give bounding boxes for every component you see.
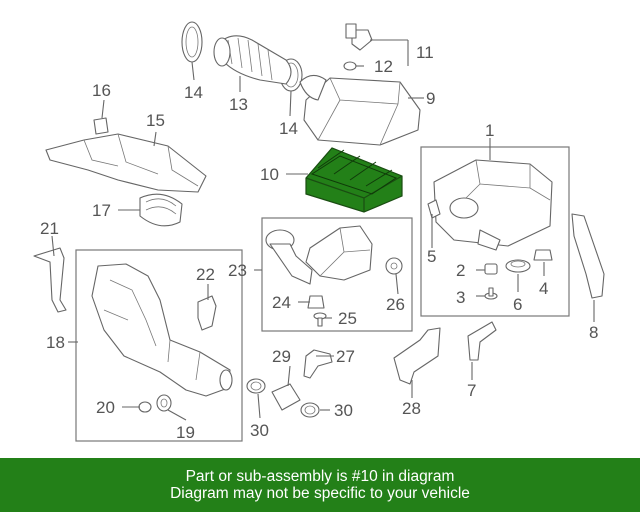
- bracket-part-28[interactable]: [393, 327, 441, 385]
- callout-3: 3: [456, 288, 465, 307]
- hose-part-29[interactable]: [271, 383, 301, 411]
- callout-30-left: 30: [250, 421, 269, 440]
- air-filter-element-part-10[interactable]: [305, 147, 403, 213]
- callout-17: 17: [92, 201, 111, 220]
- bracket-part-7[interactable]: [467, 321, 497, 361]
- clamp-part-30-right[interactable]: [300, 402, 320, 418]
- callout-13: 13: [229, 95, 248, 114]
- bolt-part-20[interactable]: [138, 401, 152, 413]
- clamp-part-14-left[interactable]: [181, 21, 203, 63]
- callout-5: 5: [427, 247, 436, 266]
- bolt-part-25[interactable]: [313, 312, 327, 327]
- air-cleaner-cover-part-9[interactable]: [299, 74, 421, 146]
- callout-22: 22: [196, 265, 215, 284]
- grommet-part-24[interactable]: [307, 295, 325, 309]
- callout-labels: 1 2 3 4 5 6 7 8 9 10 11 12 13 14 14 15 1…: [40, 43, 598, 442]
- air-intake-duct-part-15[interactable]: [45, 133, 207, 193]
- clamp-part-30-left[interactable]: [246, 378, 266, 394]
- callout-15: 15: [146, 111, 165, 130]
- callout-19: 19: [176, 423, 195, 442]
- notice-banner: Part or sub-assembly is #10 in diagram D…: [0, 458, 640, 512]
- callout-6: 6: [513, 295, 522, 314]
- callout-29: 29: [272, 347, 291, 366]
- callout-24: 24: [272, 293, 291, 312]
- callout-30-right: 30: [334, 401, 353, 420]
- callout-7: 7: [467, 381, 476, 400]
- callout-21: 21: [40, 219, 59, 238]
- callout-16: 16: [92, 81, 111, 100]
- banner-line-2: Diagram may not be specific to your vehi…: [170, 485, 470, 502]
- air-duct-part-18[interactable]: [91, 263, 233, 397]
- callout-18: 18: [46, 333, 65, 352]
- banner-line-1: Part or sub-assembly is #10 in diagram: [185, 468, 455, 485]
- o-ring-part-12[interactable]: [343, 61, 357, 71]
- sensor-part-11[interactable]: [345, 23, 373, 51]
- callout-1: 1: [485, 121, 494, 140]
- pipe-part-27[interactable]: [303, 349, 333, 379]
- callout-10: 10: [260, 165, 279, 184]
- callout-25: 25: [338, 309, 357, 328]
- callout-28: 28: [402, 399, 421, 418]
- cap-part-26[interactable]: [385, 257, 403, 275]
- callout-2: 2: [456, 261, 465, 280]
- callout-4: 4: [539, 279, 548, 298]
- callout-14-left: 14: [184, 83, 203, 102]
- bracket-part-8[interactable]: [571, 213, 605, 299]
- resonator-part-23[interactable]: [265, 225, 373, 285]
- callout-14-right: 14: [279, 119, 298, 138]
- clip-part-5[interactable]: [427, 199, 441, 219]
- bolt-part-3[interactable]: [484, 287, 498, 300]
- bracket-part-22[interactable]: [197, 295, 217, 331]
- leader-lines: [51, 39, 595, 421]
- callout-20: 20: [96, 398, 115, 417]
- seal-part-17[interactable]: [139, 193, 183, 227]
- callout-23: 23: [228, 261, 247, 280]
- callout-11: 11: [416, 43, 434, 62]
- seal-part-6[interactable]: [505, 259, 531, 273]
- callout-8: 8: [589, 323, 598, 342]
- callout-9: 9: [426, 89, 435, 108]
- air-cleaner-case-part-1[interactable]: [433, 159, 553, 251]
- intake-hose-part-13[interactable]: [213, 35, 292, 85]
- callout-26: 26: [386, 295, 405, 314]
- grommet-part-19[interactable]: [156, 394, 172, 412]
- callout-12: 12: [374, 57, 393, 76]
- bracket-part-21[interactable]: [33, 247, 67, 313]
- callout-27: 27: [336, 347, 355, 366]
- grommet-part-2[interactable]: [484, 263, 498, 275]
- clip-part-16[interactable]: [93, 117, 109, 135]
- exploded-parts-diagram: 1 2 3 4 5 6 7 8 9 10 11 12 13 14 14 15 1…: [33, 21, 605, 442]
- cap-part-4[interactable]: [533, 249, 553, 261]
